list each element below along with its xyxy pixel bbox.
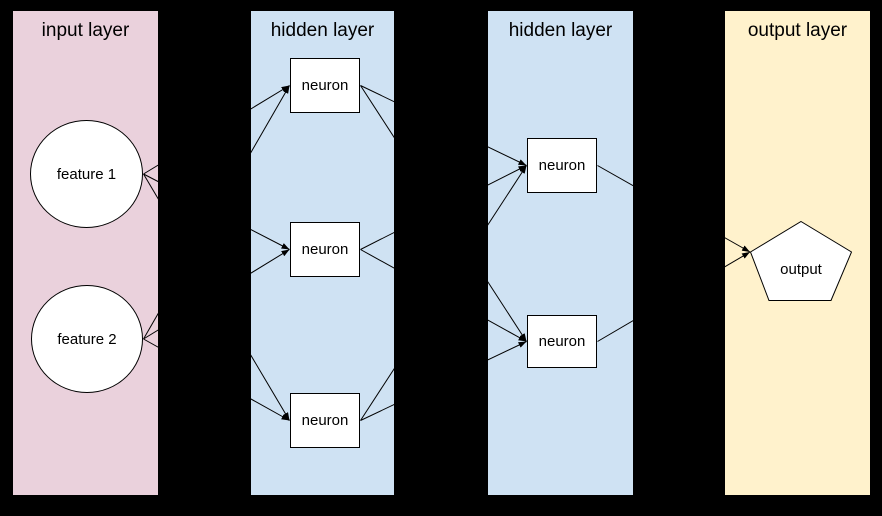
node-feature-1: feature 1 bbox=[30, 120, 143, 228]
node-label: feature 1 bbox=[56, 165, 117, 183]
layer-title: hidden layer bbox=[270, 20, 375, 41]
node-label: neuron bbox=[301, 412, 349, 429]
node-label: neuron bbox=[301, 241, 349, 258]
node-label: neuron bbox=[538, 157, 586, 174]
node-neuron-1: neuron bbox=[290, 58, 360, 113]
node-neuron-3: neuron bbox=[290, 393, 360, 448]
layer-title: input layer bbox=[41, 20, 130, 41]
node-neuron-4: neuron bbox=[527, 138, 597, 193]
node-label: output bbox=[780, 260, 822, 278]
layer-panel-hidden-2: hidden layer bbox=[488, 11, 633, 495]
node-label: neuron bbox=[301, 77, 349, 94]
node-neuron-2: neuron bbox=[290, 222, 360, 277]
layer-panel-input: input layer bbox=[13, 11, 158, 495]
node-label: neuron bbox=[538, 333, 586, 350]
layer-title: hidden layer bbox=[508, 20, 613, 41]
pentagon-shape bbox=[750, 221, 852, 301]
node-output: output bbox=[750, 221, 852, 301]
node-label: feature 2 bbox=[57, 330, 117, 348]
node-neuron-5: neuron bbox=[527, 315, 597, 368]
layer-title: output layer bbox=[747, 20, 848, 41]
node-feature-2: feature 2 bbox=[31, 285, 143, 393]
